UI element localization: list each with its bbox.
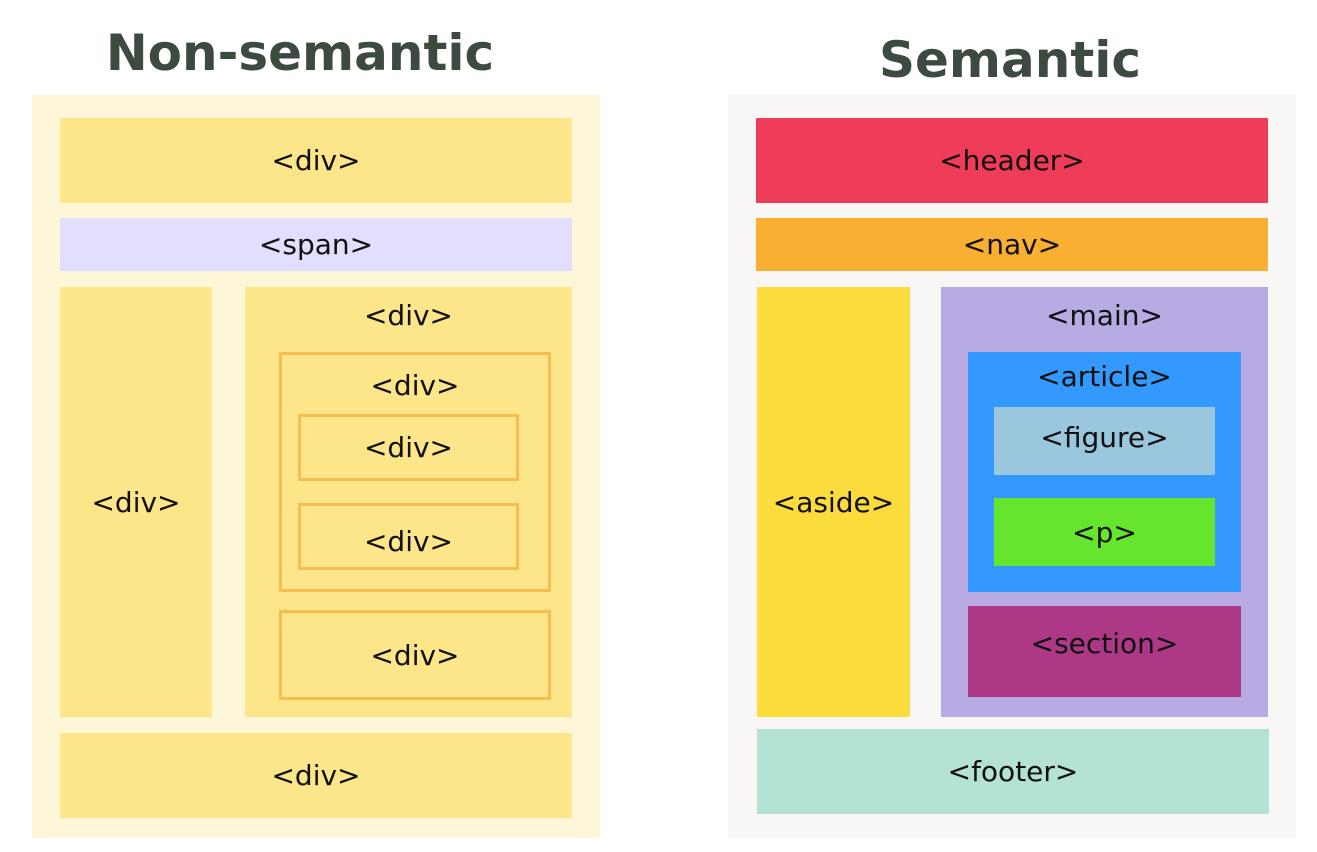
aside-block: <aside> — [757, 287, 910, 717]
aside-label: <aside> — [772, 485, 895, 519]
header-label: <header> — [939, 144, 1085, 177]
lower-div-block: <div> — [279, 610, 551, 700]
inner-div-block: <div> — [279, 352, 551, 592]
span-label: <span> — [258, 228, 374, 261]
inner-div-1-block: <div> — [298, 414, 519, 481]
content-div-label: <div> — [363, 299, 454, 332]
footer-label: <footer> — [947, 755, 1079, 788]
top-div-block: <div> — [60, 118, 572, 203]
section-label: <section> — [1030, 627, 1179, 660]
bottom-div-block: <div> — [60, 733, 572, 818]
inner-div-1-label: <div> — [363, 431, 454, 464]
figure-label: <figure> — [1040, 420, 1169, 454]
lower-div-label: <div> — [370, 638, 460, 672]
article-label: <article> — [1037, 360, 1172, 393]
bottom-div-label: <div> — [271, 759, 361, 792]
main-label: <main> — [1046, 299, 1163, 332]
top-div-label: <div> — [271, 144, 361, 177]
p-block: <p> — [994, 498, 1215, 566]
span-block: <span> — [60, 218, 572, 271]
semantic-title: Semantic — [878, 31, 1142, 89]
footer-block: <footer> — [757, 729, 1269, 814]
figure-block: <figure> — [994, 407, 1215, 475]
section-block: <section> — [968, 606, 1241, 697]
side-div-block: <div> — [60, 287, 212, 717]
inner-div-label: <div> — [370, 369, 460, 402]
non-semantic-title: Non-semantic — [105, 24, 495, 82]
header-block: <header> — [756, 118, 1268, 203]
inner-div-2-block: <div> — [298, 503, 519, 570]
p-label: <p> — [1072, 515, 1137, 549]
nav-block: <nav> — [756, 218, 1268, 271]
nav-label: <nav> — [962, 228, 1062, 261]
inner-div-2-label: <div> — [363, 525, 454, 558]
content-div-block: <div> — [245, 287, 572, 717]
side-div-label: <div> — [91, 485, 181, 519]
